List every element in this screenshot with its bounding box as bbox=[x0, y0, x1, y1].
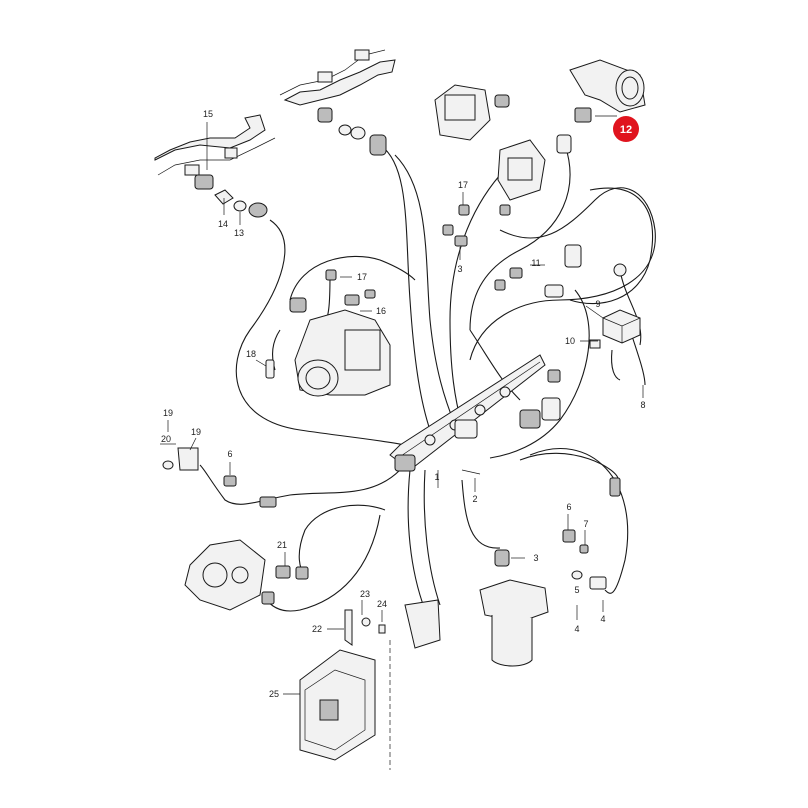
connector-left bbox=[289, 297, 307, 313]
callout-18: 18 bbox=[246, 349, 256, 359]
callout-8: 8 bbox=[640, 400, 645, 410]
inline-connector-right bbox=[609, 477, 621, 497]
callout-12: 12 bbox=[620, 124, 632, 136]
part-15-injector-harness bbox=[154, 114, 276, 190]
wire-harness bbox=[199, 144, 656, 612]
callout-1: 1 bbox=[434, 472, 439, 482]
leader-lines bbox=[160, 115, 644, 695]
callout-23: 23 bbox=[360, 589, 370, 599]
part-23-nut bbox=[361, 617, 371, 627]
bulb bbox=[613, 263, 627, 277]
part-11-connectors bbox=[494, 244, 582, 298]
part-4-sensor bbox=[589, 576, 607, 590]
callout-4-b: 4 bbox=[600, 614, 605, 624]
callout-16: 16 bbox=[376, 306, 386, 316]
egr-actuator bbox=[434, 84, 510, 141]
part-18-sensor bbox=[265, 359, 275, 379]
part-13-grommet bbox=[233, 200, 268, 218]
part-14-seal bbox=[214, 189, 234, 205]
callout-labels: 1 2 3 3 4 4 5 6 6 7 8 9 10 11 13 14 15 1… bbox=[161, 109, 646, 699]
part-3-sensor-lower bbox=[494, 549, 510, 567]
callout-3-lower: 3 bbox=[533, 553, 538, 563]
high-pressure-pump bbox=[184, 539, 266, 611]
fuel-rail bbox=[389, 354, 546, 472]
part-6-connector-left bbox=[223, 475, 237, 487]
callout-19-a: 19 bbox=[163, 408, 173, 418]
callout-10: 10 bbox=[565, 336, 575, 346]
part-17-sensor bbox=[442, 204, 511, 236]
part-10-harness-clip bbox=[589, 339, 601, 349]
callout-5: 5 bbox=[574, 585, 579, 595]
callout-19-b: 19 bbox=[191, 427, 201, 437]
part-7-clip bbox=[579, 544, 589, 554]
part-9-relay bbox=[602, 309, 641, 344]
callout-9: 9 bbox=[595, 299, 600, 309]
callout-15: 15 bbox=[203, 109, 213, 119]
part-21-connector bbox=[261, 565, 309, 605]
inline-connector bbox=[259, 496, 277, 508]
part-5-seal bbox=[571, 570, 583, 580]
callout-14: 14 bbox=[218, 219, 228, 229]
part-25-ecu bbox=[299, 649, 376, 761]
callout-24: 24 bbox=[377, 599, 387, 609]
harness-connector-block bbox=[404, 599, 441, 649]
part-3-sensor-upper bbox=[454, 235, 468, 247]
control-unit-right bbox=[497, 139, 546, 201]
callout-2: 2 bbox=[472, 494, 477, 504]
part-6-connector-right bbox=[562, 529, 576, 543]
callout-11: 11 bbox=[531, 258, 540, 268]
part-19-sensor bbox=[162, 447, 199, 471]
part-22-bracket bbox=[344, 609, 353, 646]
callout-3-upper: 3 bbox=[457, 264, 462, 274]
fuel-filter bbox=[479, 579, 549, 667]
callout-17-mid: 17 bbox=[357, 272, 367, 282]
upper-injector-harness bbox=[279, 49, 396, 156]
callout-6-right: 6 bbox=[566, 502, 571, 512]
callout-13: 13 bbox=[234, 228, 244, 238]
rail-connectors bbox=[519, 369, 561, 429]
throttle-body bbox=[294, 309, 391, 397]
part-24-bolt bbox=[378, 624, 386, 634]
part-12-sensor bbox=[556, 59, 646, 154]
callout-25: 25 bbox=[269, 689, 279, 699]
part-16-sensor bbox=[344, 289, 376, 306]
callout-20: 20 bbox=[161, 434, 171, 444]
callout-4-a: 4 bbox=[574, 624, 579, 634]
callout-6-left: 6 bbox=[227, 449, 232, 459]
callout-7: 7 bbox=[583, 519, 588, 529]
callout-17-top: 17 bbox=[458, 180, 468, 190]
callout-21: 21 bbox=[277, 540, 287, 550]
callout-22: 22 bbox=[312, 624, 322, 634]
part-2-bolt bbox=[461, 469, 481, 475]
part-17-sensor-mid bbox=[325, 269, 337, 281]
callout-12-highlight[interactable]: 12 bbox=[613, 116, 639, 142]
